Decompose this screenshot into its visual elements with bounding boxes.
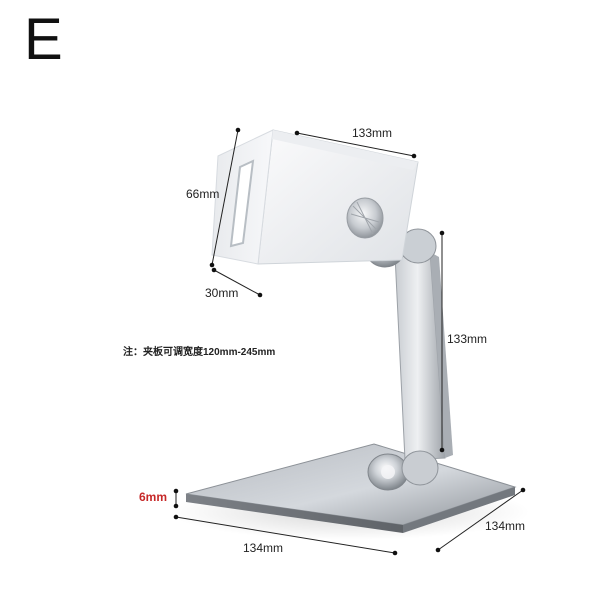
clamp-width-label: 133mm <box>352 126 393 140</box>
base-side-length-label: 134mm <box>485 519 526 533</box>
clamp-height-label: 66mm <box>186 187 220 201</box>
pole-height-label: 133mm <box>447 332 488 346</box>
base-front-length-label: 134mm <box>243 541 284 555</box>
clamp-depth-label: 30mm <box>205 286 239 300</box>
clamp-width-note: 注：夹板可调宽度120mm-245mm <box>123 347 276 358</box>
variant-letter: E <box>24 7 63 72</box>
base-thickness-label: 6mm <box>139 490 168 504</box>
